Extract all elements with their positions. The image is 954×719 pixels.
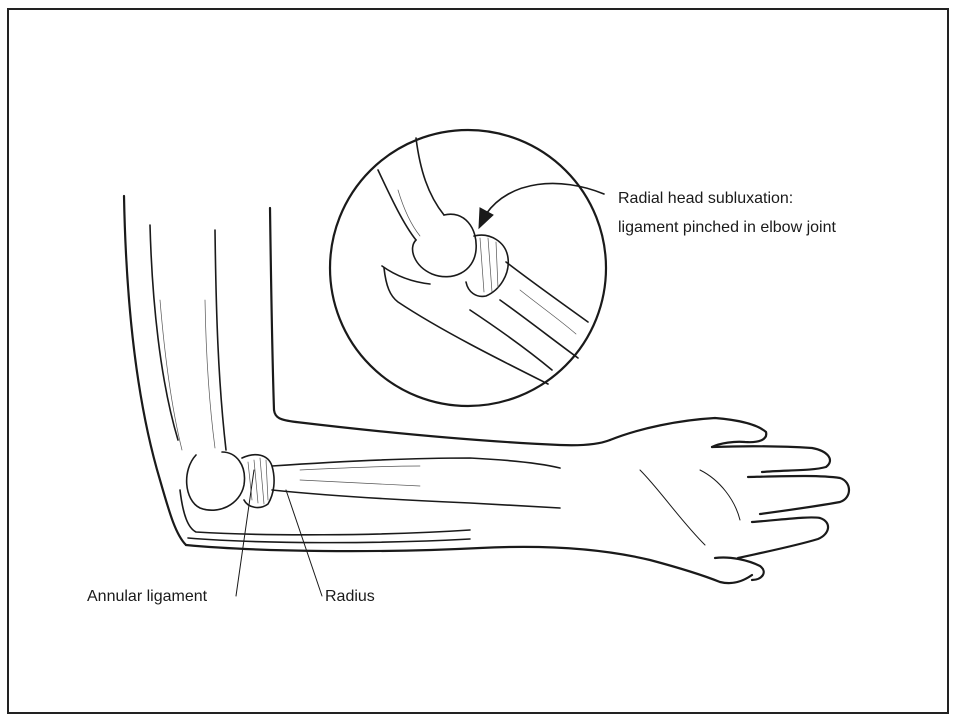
callout-label-line2: ligament pinched in elbow joint: [618, 219, 836, 236]
callout-label-line1: Radial head subluxation:: [618, 190, 793, 207]
radius-label: Radius: [325, 588, 375, 605]
figure-frame: [8, 9, 948, 713]
annular-ligament-label: Annular ligament: [87, 588, 208, 605]
